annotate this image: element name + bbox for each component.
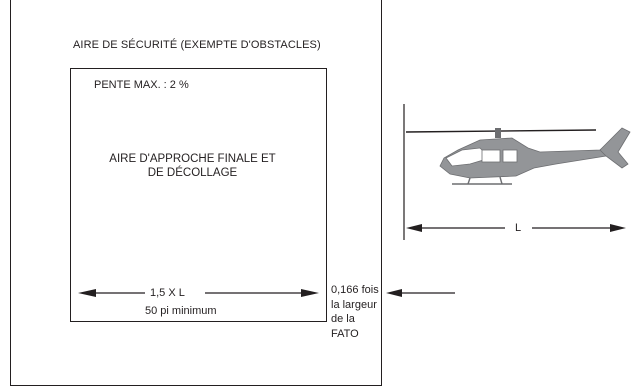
helicopter-length-label: L: [515, 222, 522, 234]
safety-area-title: AIRE DE SÉCURITÉ (EXEMPTE D'OBSTACLES): [73, 39, 321, 51]
safety-margin-note: 0,166 fois la largeur de la FATO: [331, 284, 379, 340]
helicopter-icon: [405, 127, 631, 185]
max-slope-label: PENTE MAX. : 2 %: [94, 79, 189, 91]
helicopter-length-dimension: [403, 104, 626, 240]
fato-boundary: [70, 68, 327, 322]
fato-title: AIRE D'APPROCHE FINALE ET DE DÉCOLLAGE: [109, 153, 276, 179]
fato-width-minimum: 50 pi minimum: [145, 305, 217, 317]
safety-margin-arrow: [386, 289, 455, 297]
fato-width-label: 1,5 X L: [150, 287, 185, 299]
fato-width-dimension-arrow: [78, 289, 319, 297]
